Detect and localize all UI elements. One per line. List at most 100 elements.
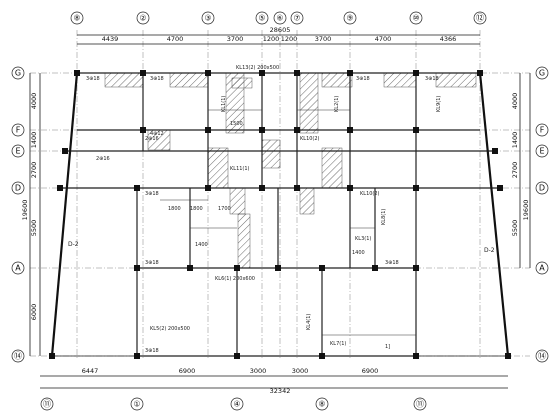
beam-note: 3⊕18	[385, 260, 399, 266]
dims-left: 4000 1400 2700 5500 6000 19600	[21, 93, 38, 321]
dim-text: 4700	[167, 35, 184, 43]
beam-note: 3⊕18	[145, 348, 159, 354]
axis-label-bottom: ①	[133, 400, 140, 409]
beam-note: 3⊕18	[145, 191, 159, 197]
axis-label-top: ⑦	[293, 14, 300, 23]
beam-note: 2⊕16	[96, 156, 110, 162]
axis-bubbles-top: ⑧ ② ③ ⑤ ⑥ ⑦ ⑨ ⑩ ⑫	[70, 11, 487, 25]
beam-note: 3⊕18	[145, 260, 159, 266]
beam-note: KL10(2)	[300, 136, 320, 142]
beam-note: KL5(2) 200x500	[150, 326, 190, 332]
axis-label-bottom: ⑪	[416, 400, 424, 409]
beam-note: 1400	[352, 250, 365, 256]
beam-note: 1]	[385, 344, 390, 350]
dim-text: 4000	[30, 93, 38, 110]
axis-label-right: G	[539, 69, 545, 78]
beam-note: 1800	[190, 206, 203, 212]
axis-label-top: ③	[204, 14, 211, 23]
axis-bubbles-bottom: ⑪ ① ④ ⑧ ⑪	[40, 397, 427, 411]
dim-text: 3000	[292, 367, 309, 375]
dimension-lines	[29, 34, 531, 389]
beam-note: 2⊕16	[145, 136, 159, 142]
dim-text: 4000	[511, 93, 519, 110]
section-mark: D-2	[484, 247, 495, 254]
beam-note: KL1(1)	[221, 96, 227, 112]
beam-note: 4⊕12	[150, 131, 164, 137]
dim-total-left: 19600	[21, 200, 29, 221]
dim-text: 2700	[30, 162, 38, 179]
outer-walls	[50, 72, 510, 357]
beam-note: 3⊕18	[356, 76, 370, 82]
dim-text: 3000	[250, 367, 267, 375]
dim-text: 1400	[511, 132, 519, 149]
axis-label-right: E	[539, 147, 544, 156]
dim-text: 2700	[511, 162, 519, 179]
dim-total-top: 28605	[270, 26, 291, 34]
dim-text: 1200	[263, 35, 280, 43]
section-marks: D-2 D-2	[68, 241, 495, 254]
dim-text: 4366	[440, 35, 457, 43]
beam-note: 3⊕18	[86, 76, 100, 82]
dim-text: 5500	[511, 220, 519, 237]
dim-text: 1200	[281, 35, 298, 43]
dim-text: 3700	[227, 35, 244, 43]
dim-text: 6447	[82, 367, 99, 375]
axis-label-left: E	[15, 147, 20, 156]
axis-label-left: G	[15, 69, 21, 78]
axis-bubbles-left: G F E D A ⑭	[11, 66, 25, 363]
beam-note: KL11(1)	[230, 166, 250, 172]
axis-label-left: F	[16, 126, 21, 135]
beam-note: 1500	[230, 121, 243, 127]
dims-bottom: 6447 6900 3000 3000 6900 32342	[82, 367, 379, 395]
dim-text: 5500	[30, 220, 38, 237]
axis-label-bottom: ⑪	[43, 400, 51, 409]
dims-right: 4000 1400 2700 5500 19600	[511, 93, 530, 237]
dim-text: 6900	[179, 367, 196, 375]
beam-notes: 3⊕18 3⊕18 3⊕18 3⊕18 KL13(2) 200x500 4⊕12…	[86, 65, 442, 354]
dim-text: 4439	[102, 35, 119, 43]
axis-label-top: ⑫	[476, 14, 484, 23]
columns	[49, 70, 511, 359]
axis-label-top: ⑨	[346, 14, 353, 23]
beam-note: 3⊕18	[150, 76, 164, 82]
dim-text: 4700	[375, 35, 392, 43]
axis-label-top: ⑩	[412, 14, 419, 23]
beam-note: KL2(1)	[334, 96, 340, 112]
beam-note: 1700	[218, 206, 231, 212]
axis-label-left: A	[15, 264, 21, 273]
axis-label-right: D	[539, 184, 545, 193]
beam-note: KL3(1)	[355, 236, 371, 242]
dim-total-right: 19600	[522, 200, 530, 221]
axis-label-right: F	[540, 126, 545, 135]
beam-note: 1800	[168, 206, 181, 212]
beam-note: KL6(1) 200x600	[215, 276, 255, 282]
section-mark: D-2	[68, 241, 79, 248]
axis-label-bottom: ④	[233, 400, 240, 409]
axis-label-left: ⑭	[14, 352, 22, 361]
axis-bubbles-right: G F E D A ⑭	[535, 66, 549, 363]
axis-label-bottom: ⑧	[318, 400, 325, 409]
hatched-zones	[104, 72, 477, 269]
axis-label-right: ⑭	[538, 352, 546, 361]
axis-label-left: D	[15, 184, 21, 193]
axis-label-top: ⑥	[276, 14, 283, 23]
axis-label-top: ⑤	[258, 14, 265, 23]
beam-note: KL9(1)	[436, 96, 442, 112]
beam-note: 1400	[195, 242, 208, 248]
dim-total-bottom: 32342	[270, 387, 291, 395]
beam-note: KL13(2) 200x500	[236, 65, 279, 71]
dims-top: 28605 4439 4700 3700 1200 1200 3700 4700…	[102, 26, 457, 43]
beam-note: KL10(2)	[360, 191, 380, 197]
axis-label-right: A	[539, 264, 545, 273]
axis-label-top: ⑧	[73, 14, 80, 23]
dim-text: 6900	[362, 367, 379, 375]
beam-note: KL7(1)	[330, 341, 346, 347]
beam-note: KL4(1)	[306, 314, 312, 330]
dim-text: 3700	[315, 35, 332, 43]
dim-text: 1400	[30, 132, 38, 149]
beam-note: 3⊕18	[425, 76, 439, 82]
dim-text: 6000	[30, 304, 38, 321]
axis-label-top: ②	[139, 14, 146, 23]
beam-note: KL8(1)	[381, 209, 387, 225]
